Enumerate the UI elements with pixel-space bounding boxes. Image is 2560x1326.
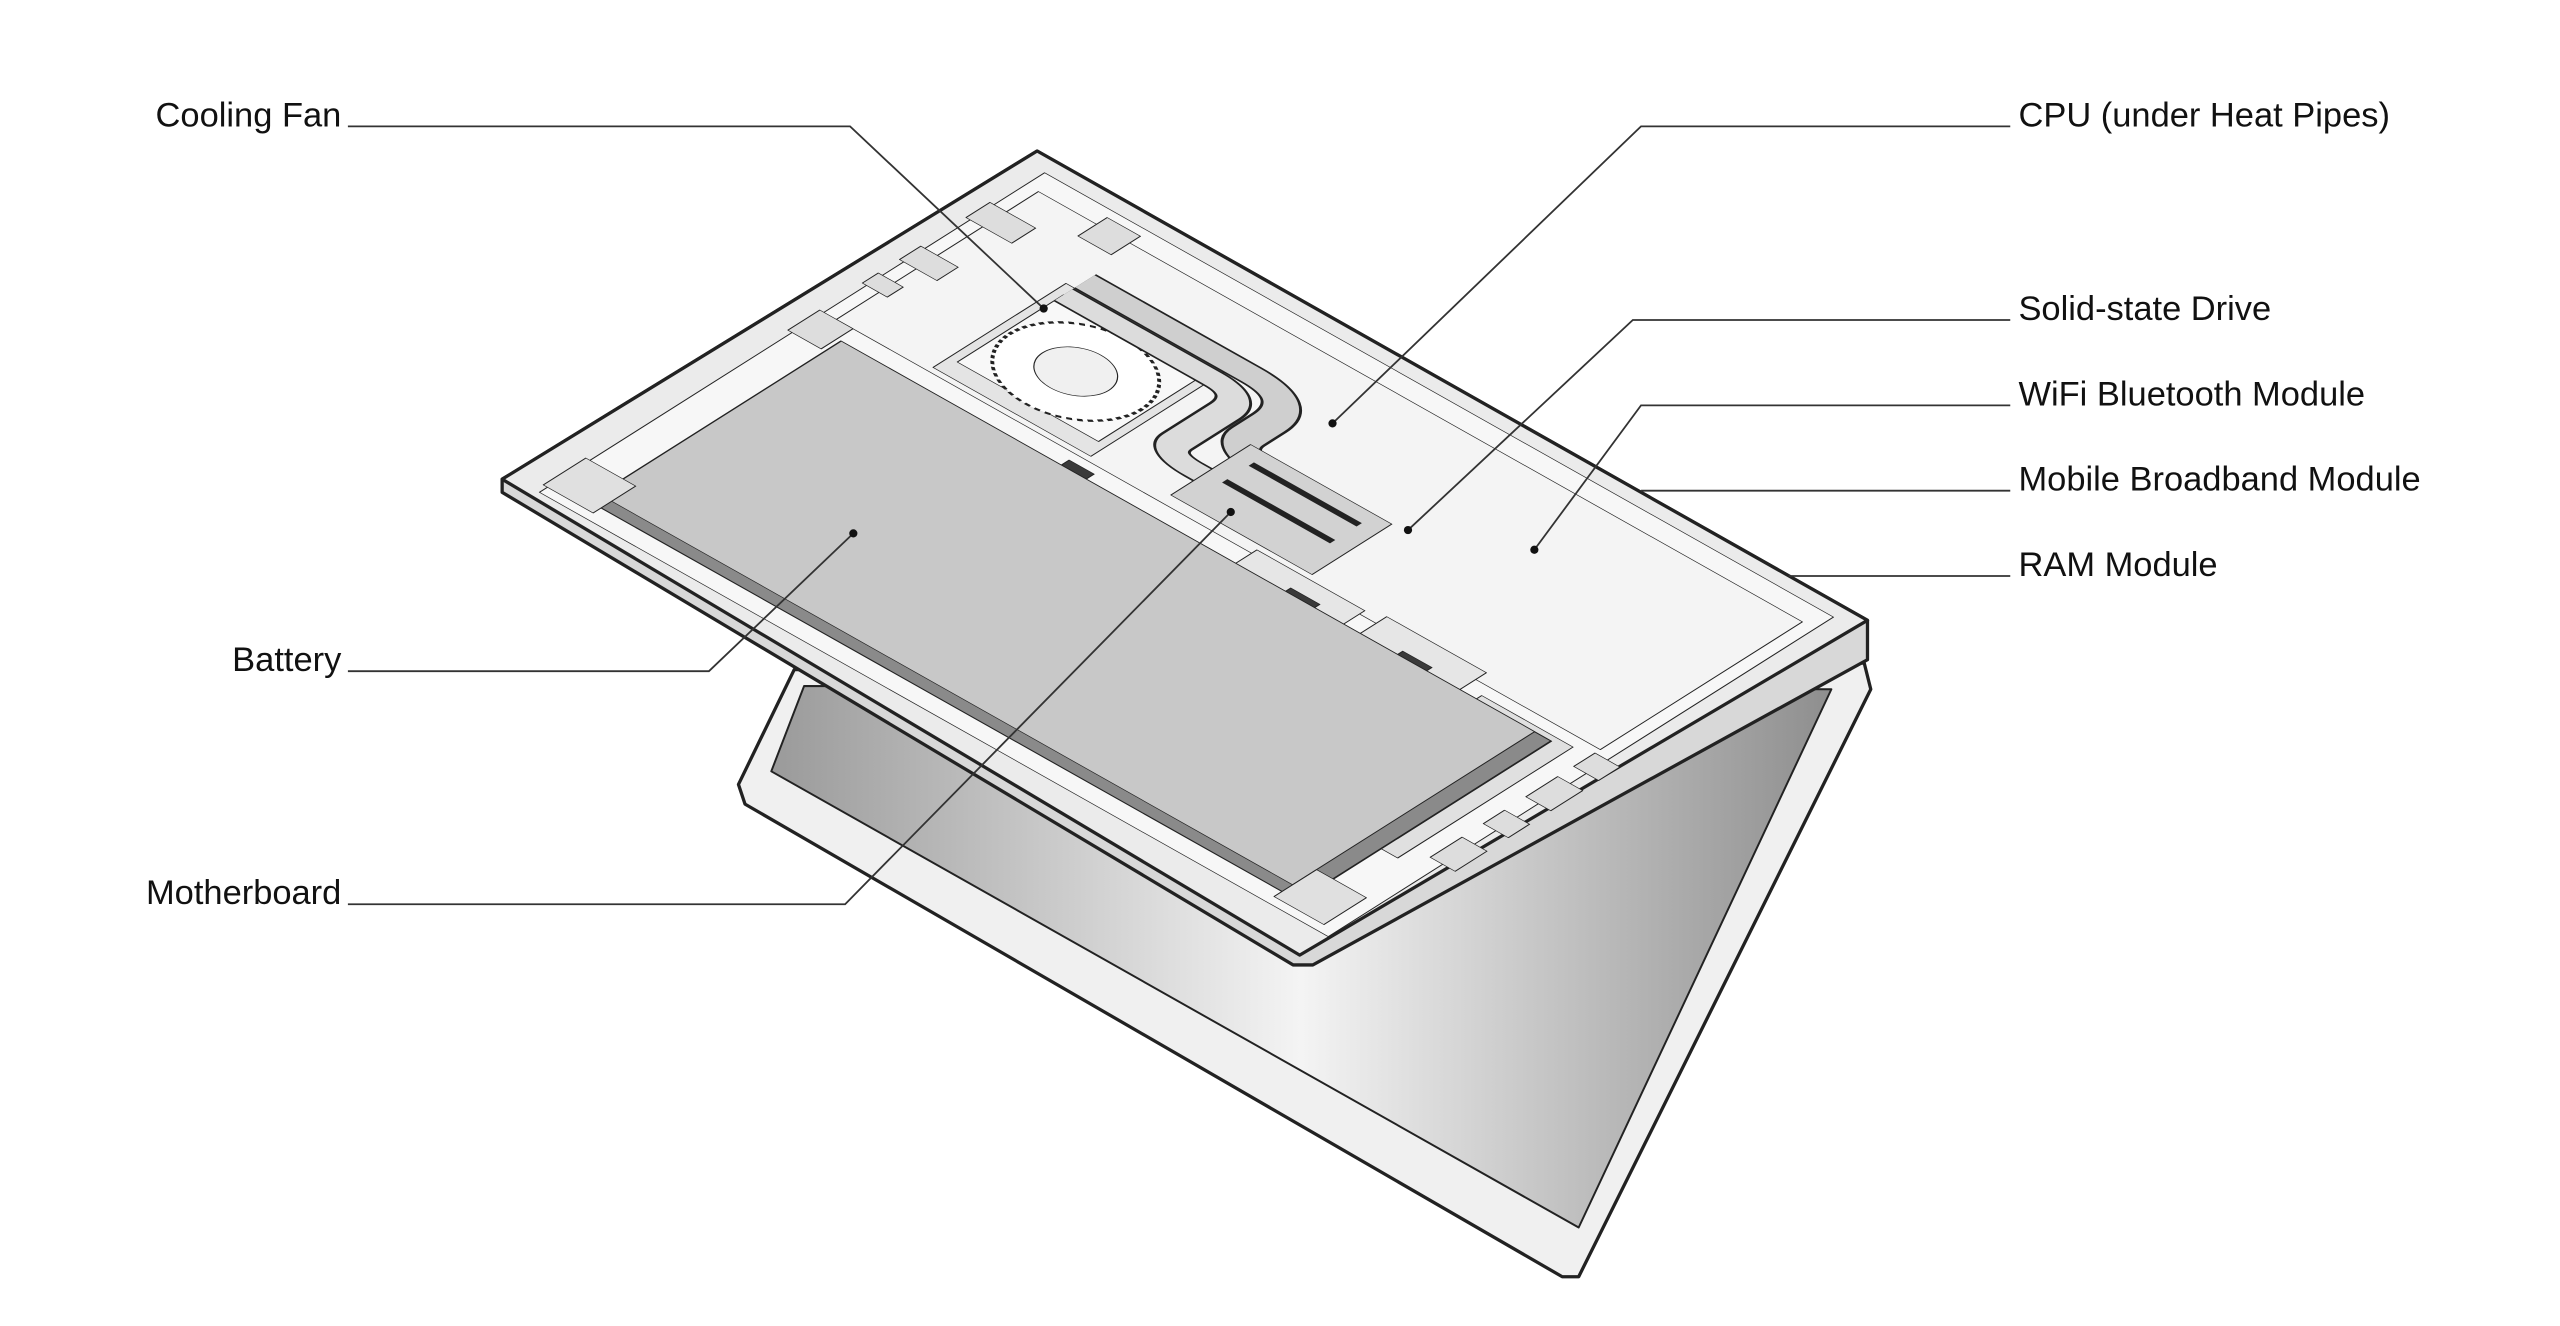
label-cpu: CPU (under Heat Pipes) [2018,96,2389,134]
cpu-plate [1170,444,1393,575]
side-ports [1429,752,1621,872]
top-connectors [787,202,1142,350]
label-battery: Battery [232,641,342,679]
label-wifi: WiFi Bluetooth Module [2018,375,2365,413]
heat-pipes [1053,274,1393,575]
foot [1273,869,1367,925]
cooling-fan [932,283,1225,457]
label-ssd: Solid-state Drive [2018,290,2271,328]
foot [542,457,637,514]
label-cooling-fan: Cooling Fan [156,96,342,134]
label-mobile-broadband: Mobile Broadband Module [2018,461,2420,499]
leader-lines [347,125,2011,906]
label-motherboard: Motherboard [146,874,341,912]
label-ram: RAM Module [2018,546,2217,584]
battery [587,340,1553,902]
fan-hub [1033,346,1119,397]
